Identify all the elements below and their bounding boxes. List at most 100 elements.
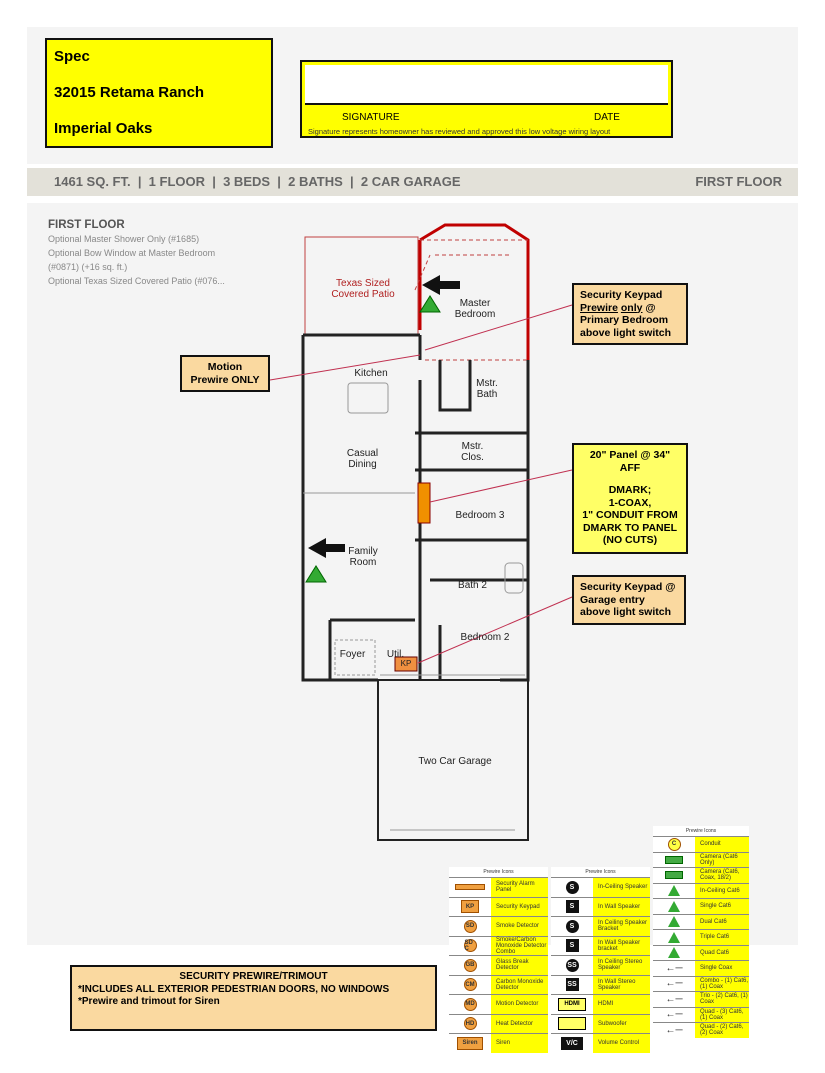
legend-icon: ←─ <box>653 1007 695 1022</box>
callout-text: @ <box>642 301 656 314</box>
legend-icon: S <box>551 936 593 955</box>
callout-text: Prewire <box>580 301 618 314</box>
legend-row: In-Ceiling Cat6 <box>653 882 749 898</box>
legend-icon: V/C <box>551 1034 593 1053</box>
room-kitchen: Kitchen <box>354 368 388 379</box>
legend-icon: SD C <box>449 936 491 955</box>
speaker-icon: V/C <box>561 1036 583 1050</box>
signature-field[interactable] <box>305 65 668 105</box>
legend-title: Prewire Icons <box>483 869 514 875</box>
arrow-icon: ←─ <box>665 962 683 974</box>
legend-label: In-Ceiling Speaker <box>593 878 650 897</box>
legend-label: Quad - (2) Cat6, (2) Coax <box>695 1023 749 1038</box>
legend-icon <box>653 899 695 914</box>
tri-icon <box>668 916 680 928</box>
legend-icon: HDMI <box>551 995 593 1014</box>
arrow-icon: ←─ <box>665 993 683 1005</box>
legend-label: In-Ceiling Cat6 <box>695 883 749 898</box>
sensor-icon: Siren <box>457 1036 483 1050</box>
legend-label: Conduit <box>695 837 749 852</box>
legend-label: In Wall Stereo Speaker <box>593 975 650 994</box>
legend-icon <box>449 878 491 897</box>
options-title: FIRST FLOOR <box>48 219 125 231</box>
speaker-icon: SS <box>565 978 579 992</box>
speaker-icon: S <box>565 919 579 933</box>
room-dining: Casual Dining <box>346 448 379 470</box>
speaker-icon: S <box>565 939 579 953</box>
callout-keypad-garage: Security Keypad @ Garage entry above lig… <box>572 575 686 625</box>
sensor-icon <box>455 884 485 891</box>
legend-row: Security Alarm Panel <box>449 877 548 897</box>
legend-row: C Conduit <box>653 836 749 852</box>
legend-icon: Siren <box>449 1034 491 1053</box>
arrow-icon: ←─ <box>665 978 683 990</box>
legend-label: Heat Detector <box>491 1014 548 1033</box>
room-master-bath: Mstr. Bath <box>476 378 498 400</box>
info-bar: 1461 SQ. FT. | 1 FLOOR | 3 BEDS | 2 BATH… <box>27 168 798 196</box>
option-item: Optional Bow Window at Master Bedroom <box>48 248 216 258</box>
room-bath2: Bath 2 <box>458 580 487 591</box>
speaker-icon: S <box>565 880 579 894</box>
callout-text: 1-COAX, <box>608 496 652 509</box>
legend-icon: SS <box>551 975 593 994</box>
legend-row: Quad Cat6 <box>653 944 749 960</box>
callout-text: only <box>620 301 643 314</box>
legend-label: Camera (Cat6 Only) <box>695 852 749 867</box>
address: 32015 Retama Ranch <box>54 84 205 101</box>
callout-leaders <box>269 304 573 664</box>
legend-label: Quad Cat6 <box>695 945 749 960</box>
date-label: DATE <box>594 112 620 123</box>
cat6-icons <box>305 295 441 583</box>
speaker-icon: S <box>565 900 579 914</box>
legend-label: Volume Control <box>593 1034 650 1053</box>
callout-text: above light switch <box>580 326 672 339</box>
speaker-icon: SS <box>565 958 579 972</box>
room-master-closet: Mstr. Clos. <box>461 441 484 463</box>
panel-icon <box>417 482 431 524</box>
option-item: Optional Texas Sized Covered Patio (#076… <box>48 276 225 286</box>
legend-icon: ←─ <box>653 1023 695 1038</box>
legend-icon: S <box>551 878 593 897</box>
legend-label: Glass Break Detector <box>491 956 548 975</box>
note-line: *INCLUDES ALL EXTERIOR PEDESTRIAN DOORS,… <box>78 983 390 995</box>
sensor-icon: SD C <box>463 939 477 953</box>
sensor-icon: CM <box>463 978 477 992</box>
legend-icon: S <box>551 897 593 916</box>
signature-box: SIGNATURE DATE Signature represents home… <box>300 60 673 138</box>
project-info-box: Spec 32015 Retama Ranch Imperial Oaks <box>45 38 273 148</box>
arrow-icon: ←─ <box>665 1009 683 1021</box>
legend-title: Prewire Icons <box>585 869 616 875</box>
legend-row: ←─ Quad - (3) Cat6, (1) Coax <box>653 1006 749 1022</box>
legend-icon <box>653 852 695 867</box>
legend-icon <box>653 868 695 883</box>
cam-icon <box>665 871 683 880</box>
legend-label: In Wall Speaker <box>593 897 650 916</box>
legend-label: In Ceiling Speaker Bracket <box>593 917 650 936</box>
legend-icon: SS <box>551 956 593 975</box>
room-patio: Texas Sized Covered Patio <box>331 278 395 300</box>
callout-text: Primary Bedroom <box>580 314 669 326</box>
legend-row: ←─Trio - (2) Cat6, (1) Coax <box>653 991 749 1007</box>
legend-icon: GB <box>449 956 491 975</box>
C-icon: C <box>667 837 681 851</box>
legend-icon: S <box>551 917 593 936</box>
legend-row: S In-Ceiling Speaker <box>551 877 650 897</box>
legend-icon <box>653 914 695 929</box>
legend-label: Single Coax <box>695 961 749 976</box>
legend-row: ←─Combo - (1) Cat6, (1) Coax <box>653 975 749 991</box>
legend-icon <box>653 883 695 898</box>
sensor-icon: HD <box>463 1017 477 1031</box>
legend-label: Quad - (3) Cat6, (1) Coax <box>695 1007 749 1022</box>
legend-label: HDMI <box>593 995 650 1014</box>
legend-row: S In Wall Speaker <box>551 896 650 916</box>
keypad-label: KP <box>400 659 412 668</box>
callout-text: DMARK; <box>608 484 652 496</box>
legend-row: Single Cat6 <box>653 898 749 914</box>
sensor-icon: SD <box>463 919 477 933</box>
